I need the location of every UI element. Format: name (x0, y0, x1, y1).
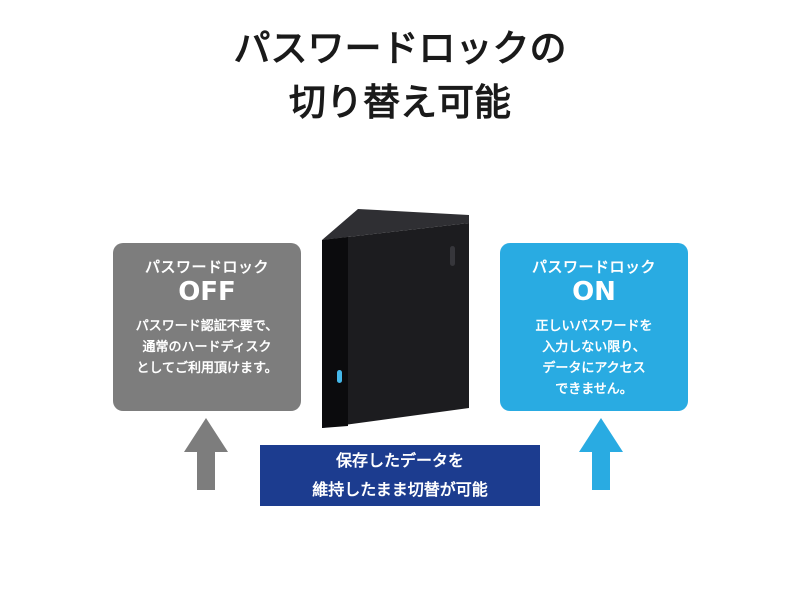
on-box-description-line: 正しいパスワードを (535, 318, 653, 334)
off-box-heading: パスワードロック (144, 258, 269, 276)
hdd-side-face (322, 223, 469, 428)
page-title: パスワードロックの 切り替え可能 (0, 22, 800, 129)
off-box-description-line: としてご利用頂けます。 (136, 360, 278, 376)
off-box-description-line: パスワード認証不要で、 (135, 318, 279, 334)
arrow-shaft (197, 451, 215, 490)
hdd-front-bezel (322, 237, 348, 428)
on-box-description-line: 入力しない限り、 (542, 339, 646, 355)
hdd-top-face (322, 209, 469, 240)
arrow-head (579, 418, 623, 452)
off-box-description-line: 通常のハードディスク (142, 339, 272, 355)
arrow-shaft (592, 451, 610, 490)
arrow-up-to-off-icon (184, 418, 228, 490)
hdd-led-indicator (337, 370, 342, 383)
arrow-head (184, 418, 228, 452)
off-box-state-label: OFF (178, 277, 236, 307)
password-lock-off-box: パスワードロック OFF パスワード認証不要で、 通常のハードディスク としてご… (113, 243, 301, 411)
banner-line-2: 維持したまま切替が可能 (312, 479, 488, 499)
on-box-heading: パスワードロック (531, 258, 656, 276)
banner-line-1: 保存したデータを (335, 450, 464, 470)
on-box-description-line: データにアクセス (542, 360, 646, 376)
data-retention-banner: 保存したデータを 維持したまま切替が可能 (260, 445, 540, 506)
on-box-description-line: できません。 (555, 382, 633, 398)
arrow-up-to-on-icon (579, 418, 623, 490)
password-lock-on-box: パスワードロック ON 正しいパスワードを 入力しない限り、 データにアクセス … (500, 243, 688, 411)
hdd-brand-mark (450, 246, 455, 266)
page-title-line-1: パスワードロックの (233, 27, 567, 70)
on-box-description: 正しいパスワードを 入力しない限り、 データにアクセス できません。 (500, 316, 688, 400)
off-box-description: パスワード認証不要で、 通常のハードディスク としてご利用頂けます。 (113, 316, 301, 379)
external-hdd-illustration (322, 209, 469, 428)
page-title-line-2: 切り替え可能 (289, 80, 511, 124)
on-box-state-label: ON (572, 277, 616, 307)
